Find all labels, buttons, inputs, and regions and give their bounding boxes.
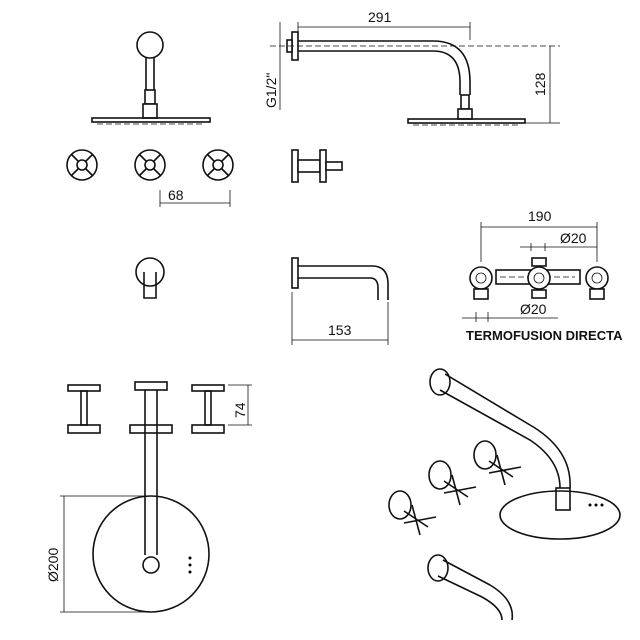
dim-pipe-top: Ø20	[560, 230, 587, 246]
isometric-view	[388, 368, 621, 621]
front-handles	[66, 149, 234, 207]
installed-front-view	[60, 381, 252, 613]
dim-spout-length: 153	[328, 322, 352, 338]
dim-head-diameter: Ø200	[45, 548, 61, 582]
side-spout	[291, 257, 389, 345]
dim-thread: G1/2"	[263, 73, 279, 108]
dim-arm-drop: 128	[532, 72, 548, 96]
dim-valve-width: 190	[528, 208, 552, 224]
front-shower-arm	[91, 31, 211, 125]
dim-arm-length: 291	[368, 9, 392, 25]
front-spout	[135, 257, 165, 299]
valve-caption: TERMOFUSION DIRECTA	[466, 328, 623, 343]
side-handle	[291, 149, 343, 183]
dim-handle-spacing: 68	[168, 187, 184, 203]
dim-pipe-bottom: Ø20	[520, 301, 547, 317]
side-shower-arm	[270, 22, 560, 126]
valve-body	[462, 222, 609, 322]
dim-handle-height: 74	[232, 402, 248, 418]
